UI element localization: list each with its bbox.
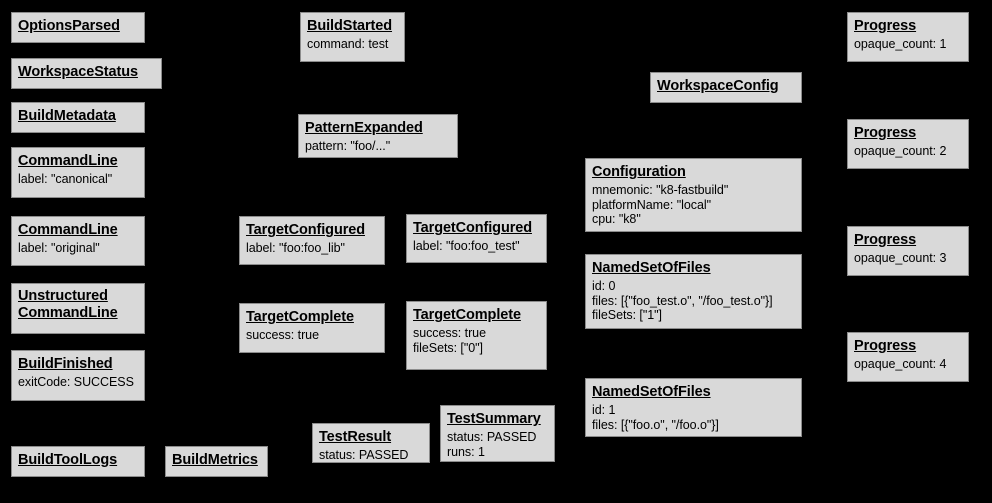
node-unstructured-command-line[interactable]: Unstructured CommandLine	[11, 283, 145, 334]
node-title: BuildStarted	[307, 18, 393, 34]
node-fields: success: true	[246, 328, 378, 343]
node-command-line-canonical[interactable]: CommandLine label: "canonical"	[11, 147, 145, 198]
node-pattern-expanded[interactable]: PatternExpanded pattern: "foo/..."	[298, 114, 458, 158]
node-title: Configuration	[592, 164, 686, 180]
node-fields: pattern: "foo/..."	[305, 139, 451, 154]
node-build-tool-logs[interactable]: BuildToolLogs	[11, 446, 145, 477]
node-title: TargetComplete	[246, 309, 354, 325]
node-fields: success: true fileSets: ["0"]	[413, 326, 540, 356]
node-fields: status: PASSED	[319, 448, 423, 463]
node-field: runs: 1	[447, 444, 485, 459]
node-field: fileSets: ["0"]	[413, 340, 483, 355]
node-field: opaque_count: 1	[854, 36, 947, 51]
node-fields: id: 0 files: [{"foo_test.o", "/foo_test.…	[592, 279, 795, 323]
node-title: BuildMetrics	[172, 452, 258, 468]
node-fields: status: PASSED runs: 1	[447, 430, 548, 460]
node-options-parsed[interactable]: OptionsParsed	[11, 12, 145, 43]
node-title: OptionsParsed	[18, 18, 120, 34]
node-fields: label: "original"	[18, 241, 138, 256]
node-title: WorkspaceConfig	[657, 78, 779, 94]
node-title: Unstructured CommandLine	[18, 288, 118, 322]
node-title: TargetComplete	[413, 307, 521, 323]
node-title: TargetConfigured	[413, 220, 532, 236]
node-title: CommandLine	[18, 153, 118, 169]
node-configuration[interactable]: Configuration mnemonic: "k8-fastbuild" p…	[585, 158, 802, 232]
node-named-set-of-files-0[interactable]: NamedSetOfFiles id: 0 files: [{"foo_test…	[585, 254, 802, 329]
node-title: BuildToolLogs	[18, 452, 118, 468]
node-title: Progress	[854, 125, 917, 141]
node-title: Progress	[854, 18, 917, 34]
node-target-complete-lib[interactable]: TargetComplete success: true	[239, 303, 385, 353]
node-progress-1[interactable]: Progress opaque_count: 1	[847, 12, 969, 62]
node-fields: opaque_count: 2	[854, 144, 962, 159]
node-title: Progress	[854, 232, 917, 248]
node-field: opaque_count: 2	[854, 143, 947, 158]
node-field: success: true	[413, 325, 486, 340]
node-title: BuildFinished	[18, 356, 113, 372]
node-test-summary[interactable]: TestSummary status: PASSED runs: 1	[440, 405, 555, 462]
node-fields: label: "foo:foo_test"	[413, 239, 540, 254]
node-build-finished[interactable]: BuildFinished exitCode: SUCCESS	[11, 350, 145, 401]
node-title: NamedSetOfFiles	[592, 384, 711, 400]
node-title: TestResult	[319, 429, 392, 445]
node-progress-3[interactable]: Progress opaque_count: 3	[847, 226, 969, 276]
node-field: label: "canonical"	[18, 171, 113, 186]
node-fields: opaque_count: 4	[854, 357, 962, 372]
node-fields: command: test	[307, 37, 398, 52]
node-field: files: [{"foo.o", "/foo.o"}]	[592, 417, 719, 432]
node-title: PatternExpanded	[305, 120, 423, 136]
node-field: label: "foo:foo_lib"	[246, 240, 345, 255]
node-title: Progress	[854, 338, 917, 354]
node-fields: exitCode: SUCCESS	[18, 375, 138, 390]
node-named-set-of-files-1[interactable]: NamedSetOfFiles id: 1 files: [{"foo.o", …	[585, 378, 802, 437]
node-progress-4[interactable]: Progress opaque_count: 4	[847, 332, 969, 382]
node-field: label: "foo:foo_test"	[413, 238, 520, 253]
node-fields: label: "foo:foo_lib"	[246, 241, 378, 256]
node-field: fileSets: ["1"]	[592, 308, 662, 323]
node-build-started[interactable]: BuildStarted command: test	[300, 12, 405, 62]
node-fields: opaque_count: 3	[854, 251, 962, 266]
node-field: cpu: "k8"	[592, 212, 641, 227]
node-title: WorkspaceStatus	[18, 64, 138, 80]
node-target-configured-lib[interactable]: TargetConfigured label: "foo:foo_lib"	[239, 216, 385, 265]
node-test-result[interactable]: TestResult status: PASSED	[312, 423, 430, 463]
node-field: opaque_count: 4	[854, 356, 947, 371]
node-field: label: "original"	[18, 240, 100, 255]
node-field: pattern: "foo/..."	[305, 138, 391, 153]
node-fields: label: "canonical"	[18, 172, 138, 187]
node-title: CommandLine	[18, 222, 118, 238]
node-field: files: [{"foo_test.o", "/foo_test.o"}]	[592, 293, 773, 308]
node-workspace-config[interactable]: WorkspaceConfig	[650, 72, 802, 103]
node-fields: mnemonic: "k8-fastbuild" platformName: "…	[592, 183, 795, 227]
node-command-line-original[interactable]: CommandLine label: "original"	[11, 216, 145, 266]
node-title: TestSummary	[447, 411, 541, 427]
node-field: command: test	[307, 36, 389, 51]
node-field: id: 1	[592, 402, 616, 417]
node-target-complete-test[interactable]: TargetComplete success: true fileSets: […	[406, 301, 547, 370]
node-field: success: true	[246, 327, 319, 342]
node-field: id: 0	[592, 278, 616, 293]
node-build-metadata[interactable]: BuildMetadata	[11, 102, 145, 133]
node-workspace-status[interactable]: WorkspaceStatus	[11, 58, 162, 89]
node-field: platformName: "local"	[592, 197, 711, 212]
node-field: exitCode: SUCCESS	[18, 374, 134, 389]
node-progress-2[interactable]: Progress opaque_count: 2	[847, 119, 969, 169]
node-title: TargetConfigured	[246, 222, 365, 238]
node-target-configured-test[interactable]: TargetConfigured label: "foo:foo_test"	[406, 214, 547, 263]
node-field: status: PASSED	[447, 429, 537, 444]
node-title: BuildMetadata	[18, 108, 116, 124]
node-fields: opaque_count: 1	[854, 37, 962, 52]
node-title: NamedSetOfFiles	[592, 260, 711, 276]
node-field: status: PASSED	[319, 447, 409, 462]
node-build-metrics[interactable]: BuildMetrics	[165, 446, 268, 477]
node-fields: id: 1 files: [{"foo.o", "/foo.o"}]	[592, 403, 795, 433]
node-field: mnemonic: "k8-fastbuild"	[592, 182, 729, 197]
node-field: opaque_count: 3	[854, 250, 947, 265]
